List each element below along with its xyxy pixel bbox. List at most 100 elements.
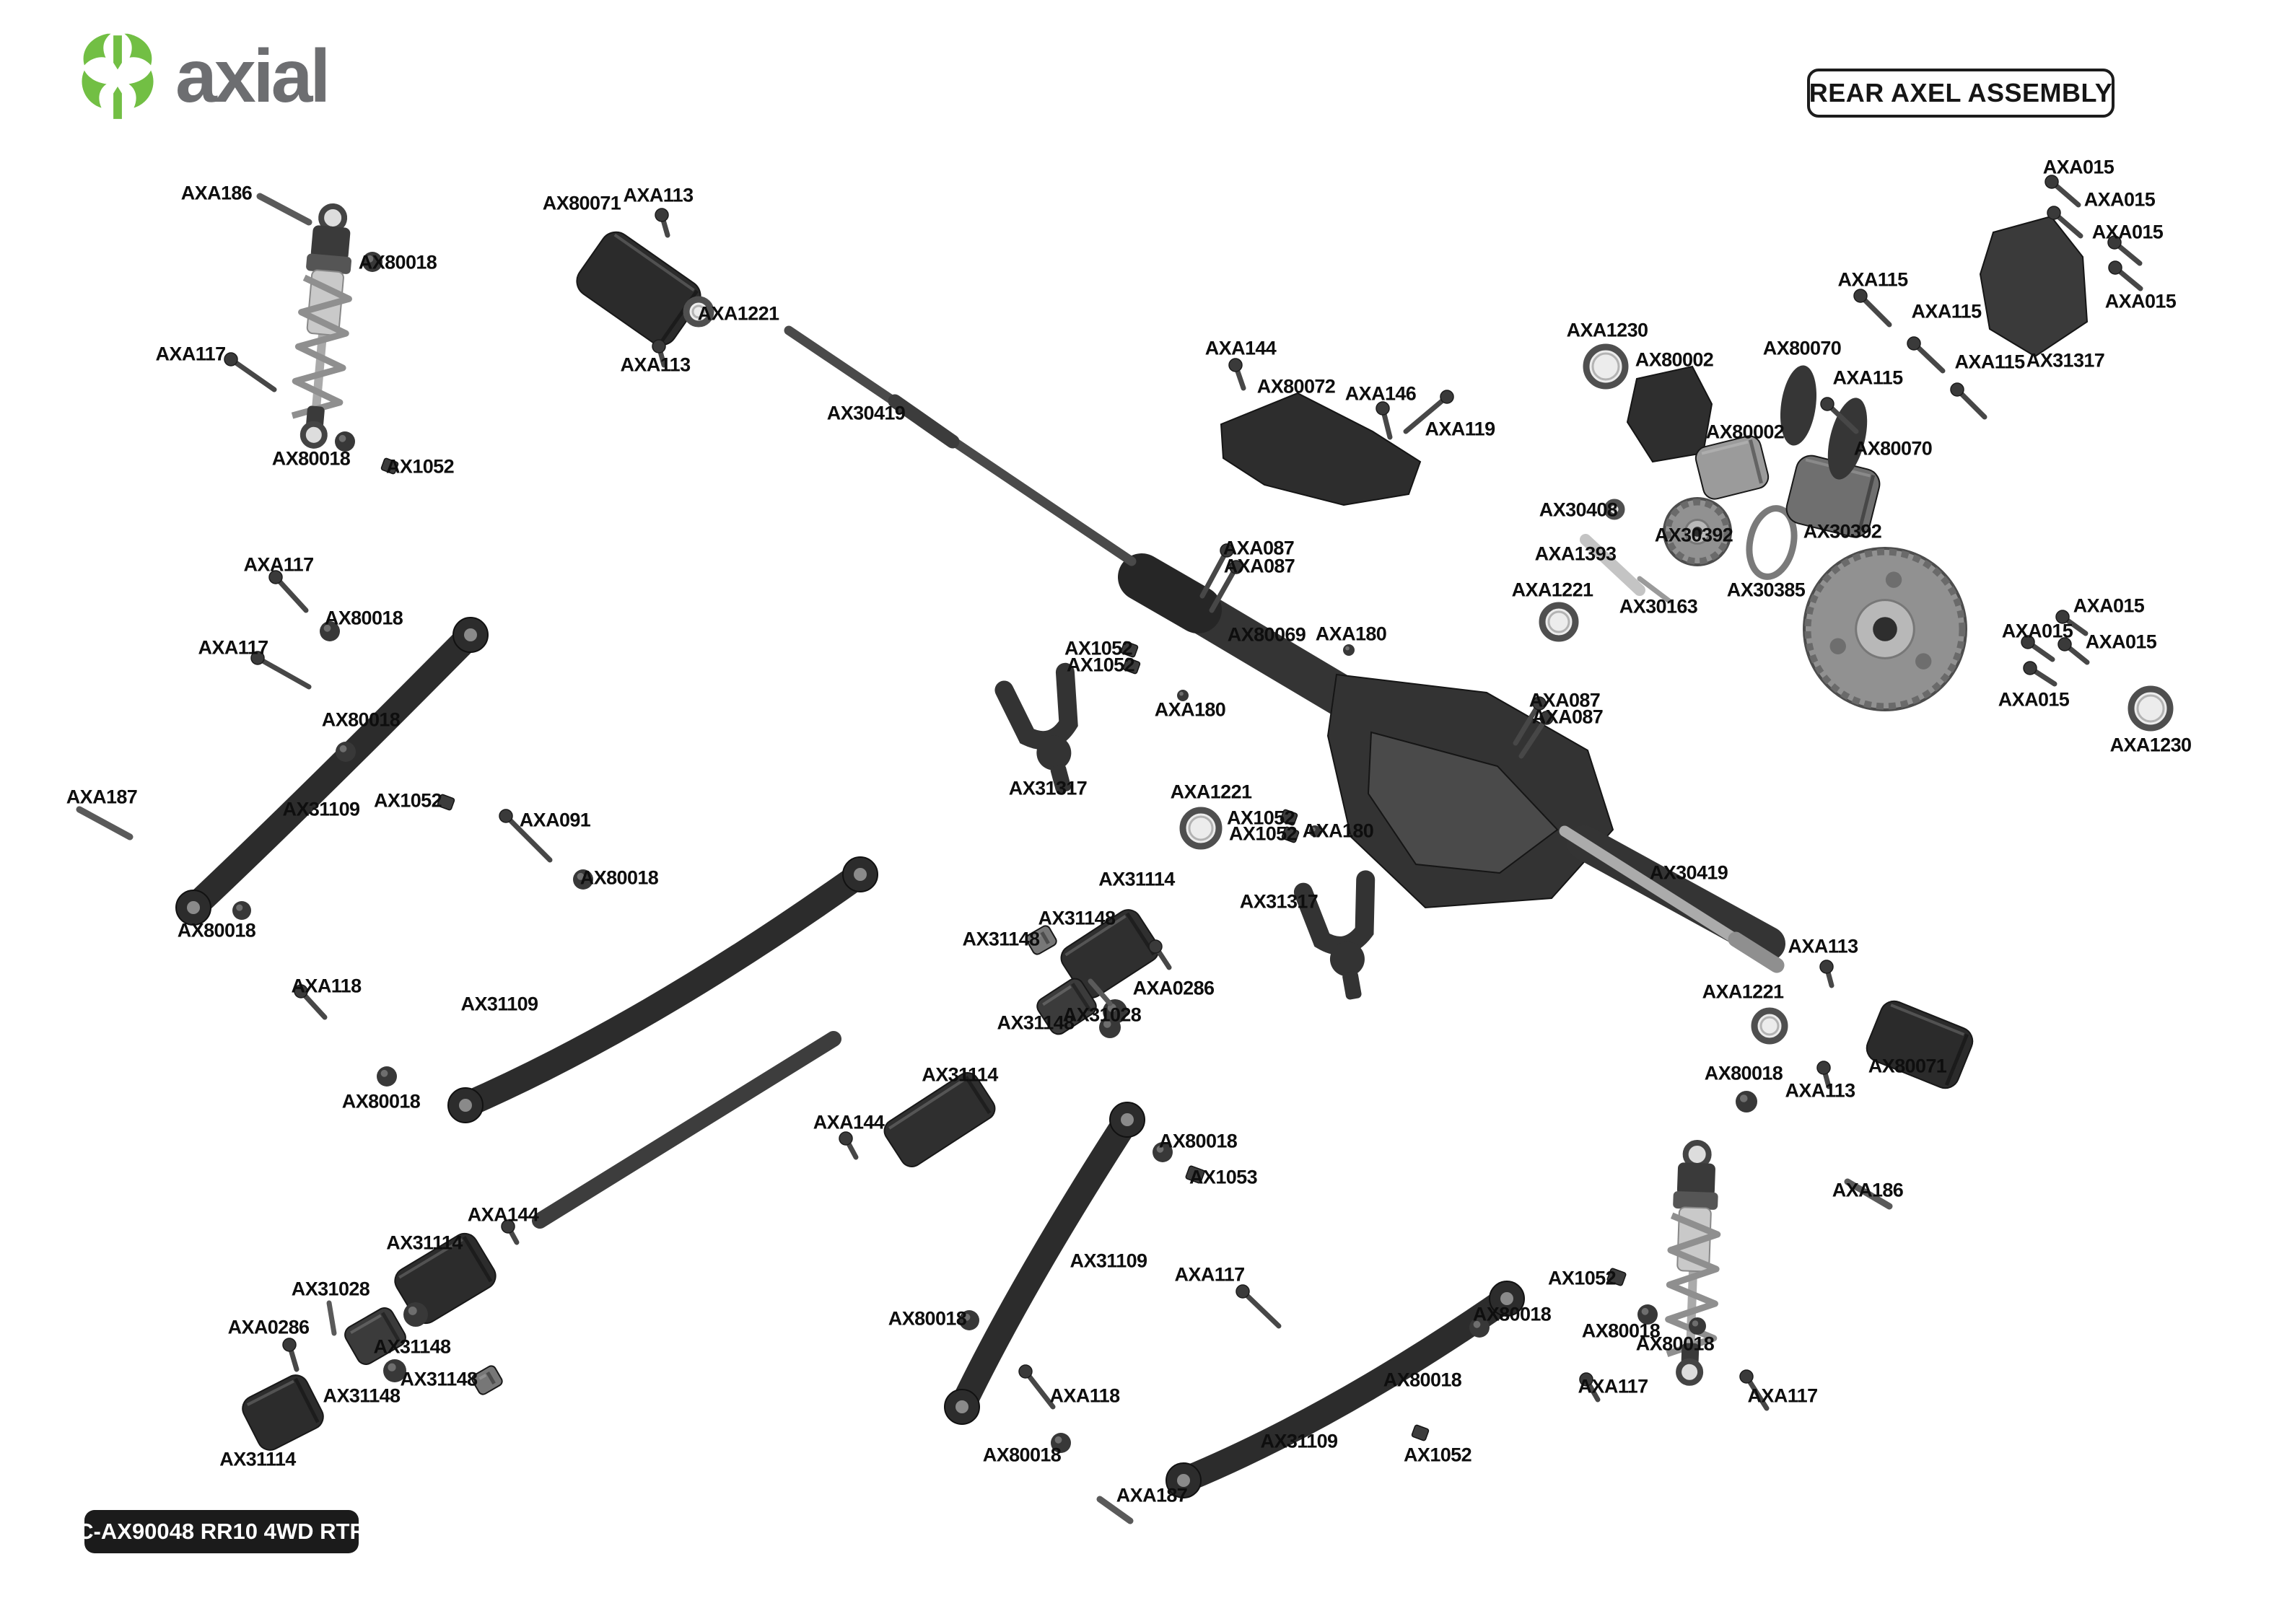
part-label-ax31317: AX31317 <box>2026 349 2105 372</box>
shaft-tube-shape <box>888 394 960 449</box>
part-label-ax80071: AX80071 <box>1868 1055 1947 1077</box>
part-label-ax80018: AX80018 <box>341 1090 421 1112</box>
pivot-ball-shape <box>232 901 251 920</box>
screw-shape <box>1403 390 1454 434</box>
screw-shape <box>1209 560 1243 613</box>
part-label-axa091: AXA091 <box>519 809 591 831</box>
cylinder-part-shape <box>576 231 701 346</box>
part-label-axa117: AXA117 <box>1747 1384 1819 1407</box>
part-label-ax30163: AX30163 <box>1619 595 1698 618</box>
screw-shape <box>1518 711 1554 759</box>
part-label-axa144: AXA144 <box>1204 337 1277 359</box>
bearing-shape <box>683 296 714 328</box>
part-label-ax31148: AX31148 <box>400 1368 478 1390</box>
gear-shape <box>1663 497 1732 566</box>
pivot-ball-shape <box>1177 690 1189 701</box>
part-label-axa1230: AXA1230 <box>1566 319 1648 341</box>
part-label-ax1052: AX1052 <box>1548 1267 1617 1289</box>
part-label-axa187: AXA187 <box>66 786 138 808</box>
part-label-ax31148: AX31148 <box>1038 907 1116 929</box>
screw-shape <box>1820 397 1859 434</box>
pivot-ball-shape <box>573 869 593 890</box>
screw-shape <box>2108 260 2143 291</box>
part-label-ax80018: AX80018 <box>888 1307 967 1330</box>
pivot-ball-shape <box>1469 1317 1490 1338</box>
cylinder-part-shape <box>394 1232 497 1325</box>
gasket-ring-shape <box>1746 505 1798 580</box>
shaft-tube-shape <box>784 325 1137 566</box>
part-label-axa118: AXA118 <box>1049 1384 1121 1407</box>
pivot-ball-shape <box>403 1302 428 1327</box>
pin-shape <box>1088 978 1113 1006</box>
bearing-shape <box>1179 807 1223 850</box>
part-label-ax80018: AX80018 <box>982 1444 1062 1466</box>
pivot-ball-shape <box>1309 825 1321 837</box>
part-label-axa1221: AXA1221 <box>697 302 779 325</box>
screw-shape <box>839 1131 859 1160</box>
part-label-ax80018: AX80018 <box>321 708 401 731</box>
part-label-axa186: AXA186 <box>180 182 253 204</box>
bearing-shape <box>1583 343 1629 390</box>
part-label-ax31114: AX31114 <box>1098 868 1175 890</box>
screw-shape <box>2045 175 2081 208</box>
screw-shape <box>655 208 670 238</box>
screw-shape <box>501 1219 520 1245</box>
part-label-axa113: AXA113 <box>620 354 691 376</box>
screw-shape <box>1513 696 1547 746</box>
screw-shape <box>268 570 309 613</box>
screw-shape <box>1236 1284 1282 1329</box>
pin-shape <box>256 193 312 226</box>
axial-logo-icon <box>82 33 154 119</box>
screw-shape <box>2023 661 2057 687</box>
part-label-axa015: AXA015 <box>2104 290 2177 312</box>
part-label-ax80018: AX80018 <box>1704 1062 1783 1084</box>
pin-shape <box>1844 1178 1893 1210</box>
part-label-ax1052: AX1052 <box>374 789 442 812</box>
part-label-ax80018: AX80018 <box>1383 1369 1462 1391</box>
part-label-ax1052: AX1052 <box>386 455 455 478</box>
screw-shape <box>294 984 328 1020</box>
cylinder-part-shape <box>471 1365 503 1395</box>
part-label-ax80018: AX80018 <box>358 251 437 273</box>
part-label-ax80018: AX80018 <box>177 919 256 942</box>
part-label-axa117: AXA117 <box>155 343 227 365</box>
screw-shape <box>1199 543 1234 599</box>
part-label-ax80018: AX80018 <box>324 607 403 629</box>
driveshaft-yoke-shape <box>994 662 1078 794</box>
kit-code-badge: C-AX90048 RR10 4WD RTR <box>77 1510 366 1553</box>
part-label-axa015: AXA015 <box>2091 221 2164 243</box>
part-label-axa015: AXA015 <box>2073 594 2145 617</box>
screw-shape <box>1376 401 1393 440</box>
pivot-ball-shape <box>1051 1433 1071 1453</box>
pivot-ball-shape <box>1736 1091 1757 1112</box>
cylinder-part-shape <box>1026 925 1057 955</box>
pivot-ball-shape <box>1099 1017 1121 1038</box>
part-label-axa180: AXA180 <box>1154 698 1226 721</box>
part-label-axa015: AXA015 <box>1998 688 2070 711</box>
pivot-ball-shape <box>1343 644 1355 656</box>
part-label-axa146: AXA146 <box>1344 382 1417 405</box>
screw-shape <box>1950 382 1987 420</box>
screw-shape <box>1816 1061 1832 1089</box>
part-label-ax30419: AX30419 <box>826 402 906 424</box>
screw-shape <box>282 1338 299 1372</box>
part-label-ax80018: AX80018 <box>1472 1303 1552 1325</box>
part-label-ax30408: AX30408 <box>1539 499 1618 521</box>
nut-shape <box>1120 641 1139 658</box>
part-label-axa186: AXA186 <box>1832 1179 1904 1201</box>
pin-shape <box>76 806 134 840</box>
part-label-ax80069: AX80069 <box>1227 623 1306 646</box>
shaft-tube-shape <box>532 1031 841 1229</box>
part-label-axa144: AXA144 <box>467 1203 539 1226</box>
part-label-axa115: AXA115 <box>1832 367 1904 389</box>
part-label-axa115: AXA115 <box>1837 268 1909 291</box>
part-label-ax80002: AX80002 <box>1705 421 1785 443</box>
part-label-ax80018: AX80018 <box>271 447 351 470</box>
part-label-ax31317: AX31317 <box>1239 890 1319 913</box>
part-label-ax80002: AX80002 <box>1635 348 1714 371</box>
screw-shape <box>2055 610 2089 636</box>
screw-shape <box>2057 637 2090 665</box>
part-label-ax1052: AX1052 <box>1067 654 1135 676</box>
nut-shape <box>380 457 399 475</box>
suspension-link-shape <box>944 1102 1145 1425</box>
